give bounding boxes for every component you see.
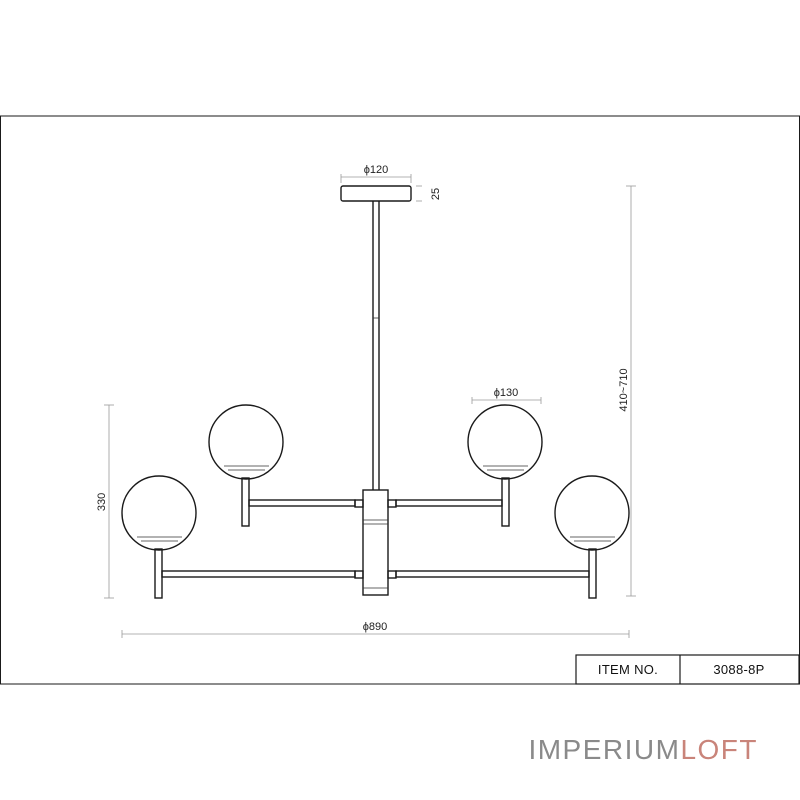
dim-overall-diameter: ϕ890 [121, 621, 630, 638]
upper-arms [241, 477, 510, 527]
lower-arms [154, 548, 597, 599]
dim-overall-height: 410~710 [618, 185, 636, 597]
shade-diameter-label: ϕ130 [494, 387, 519, 399]
canopy-diameter-label: ϕ120 [364, 164, 389, 176]
arm-height-label: 330 [96, 493, 108, 511]
dim-shade-diameter: ϕ130 [471, 387, 542, 404]
item-number-label: ITEM NO. [598, 662, 658, 677]
dim-canopy-height: 25 [416, 185, 442, 202]
brand-part-loft: LOFT [680, 734, 758, 765]
canopy [340, 185, 412, 202]
dim-canopy-diameter: ϕ120 [340, 164, 412, 183]
title-block: ITEM NO. 3088-8P [575, 654, 800, 685]
globe-upper-left [208, 404, 284, 480]
dim-arm-height: 330 [96, 404, 114, 599]
globe-lower-left [121, 475, 197, 551]
canopy-height-label: 25 [430, 188, 442, 200]
globe-lower-right [554, 475, 630, 551]
brand-logo: IMPERIUMLOFT [528, 734, 758, 766]
item-number-value: 3088-8P [713, 662, 764, 677]
overall-height-label: 410~710 [618, 368, 630, 411]
brand-part-imperium: IMPERIUM [528, 734, 681, 765]
globe-upper-right [467, 404, 543, 480]
central-body [354, 489, 397, 596]
rod [372, 201, 380, 490]
overall-diameter-label: ϕ890 [363, 621, 388, 633]
